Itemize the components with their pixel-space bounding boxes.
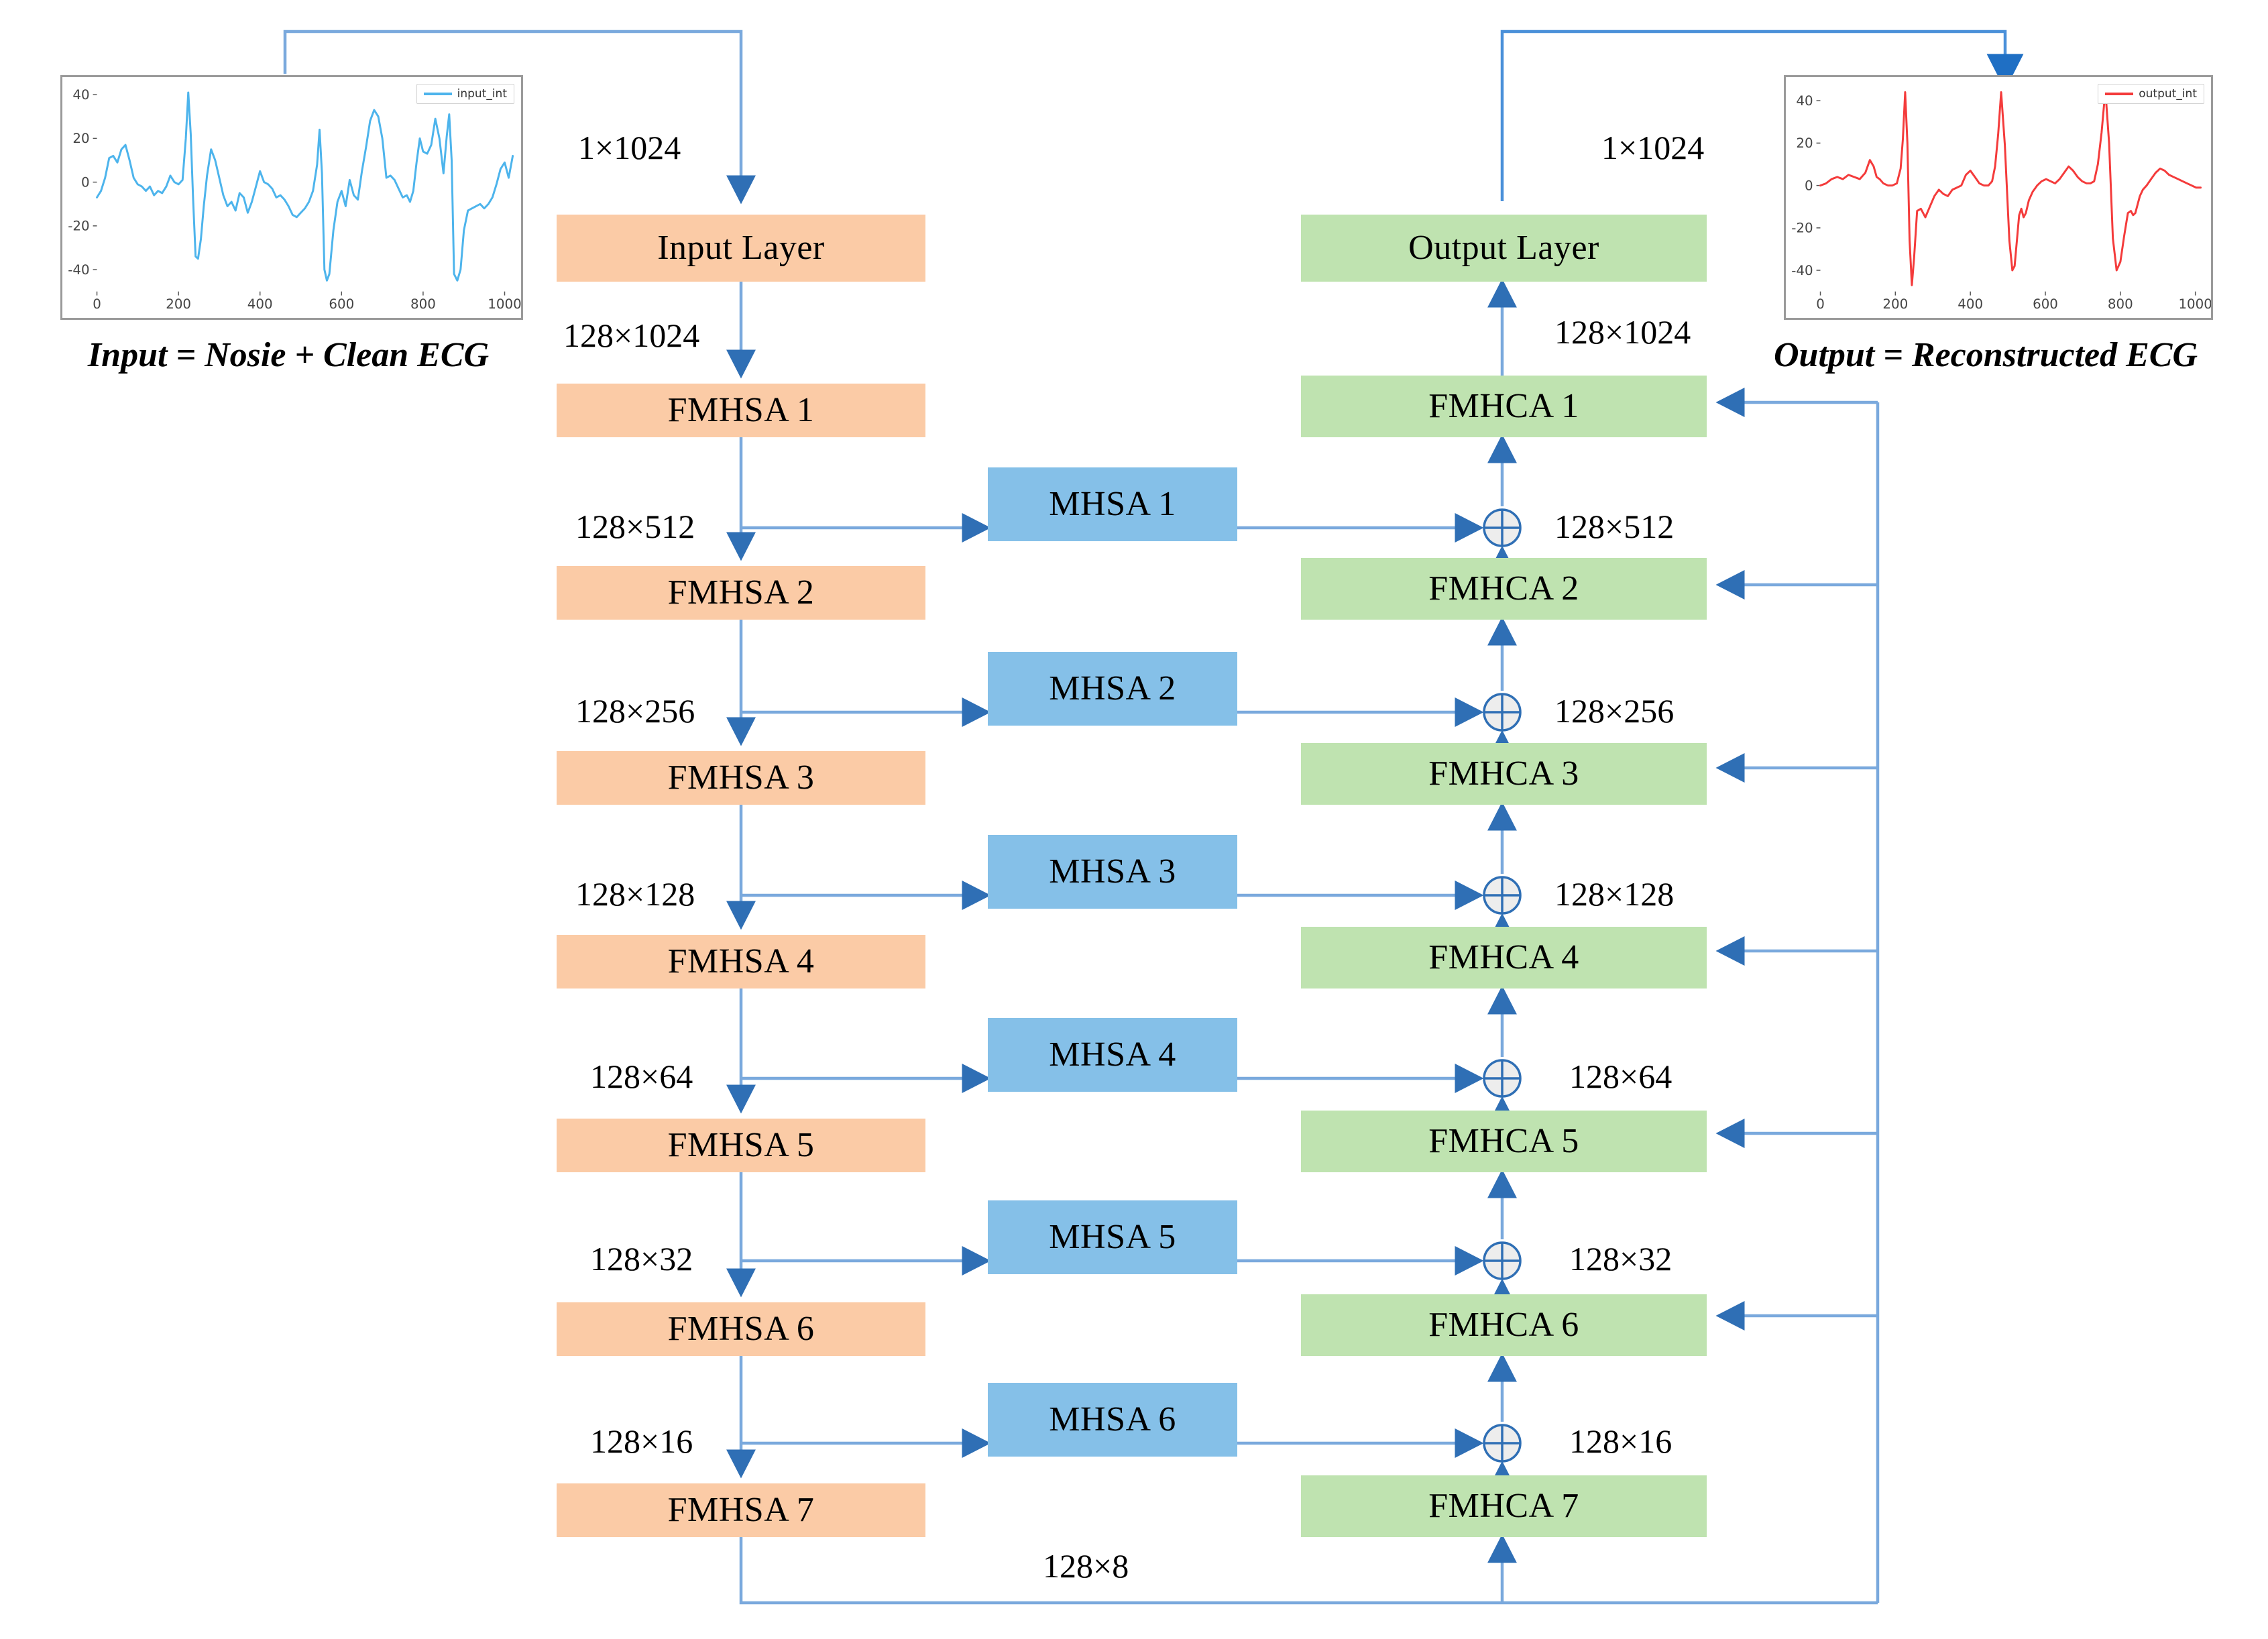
decoder-dim-1x1024: 1×1024 — [1601, 129, 1705, 166]
encoder-block-fmhsa-7[interactable]: FMHSA 7 — [557, 1483, 925, 1537]
input-ecg-plot: -40 -20 0 20 40 0 200 400 600 800 1000 input_int — [60, 75, 523, 320]
svg-text:600: 600 — [329, 296, 354, 312]
encoder-input-layer[interactable]: Input Layer — [557, 215, 925, 282]
merge-plus-4-icon — [1481, 1058, 1523, 1099]
decoder-dim-128x256: 128×256 — [1554, 692, 1675, 730]
decoder-dim-128x16: 128×16 — [1569, 1422, 1672, 1460]
decoder-block-fmhca-1[interactable]: FMHCA 1 — [1301, 376, 1707, 437]
attention-block-mhsa-2[interactable]: MHSA 2 — [988, 652, 1237, 726]
output-ecg-plot: -40 -20 0 20 40 0 200 400 600 800 1000 output_int — [1784, 75, 2213, 320]
output-plot-legend: output_int — [2098, 84, 2204, 104]
svg-text:200: 200 — [1882, 296, 1908, 312]
svg-text:-20: -20 — [68, 219, 89, 234]
merge-plus-1-icon — [1481, 507, 1523, 549]
merge-plus-3-icon — [1481, 874, 1523, 916]
decoder-block-fmhca-4[interactable]: FMHCA 4 — [1301, 927, 1707, 988]
bottleneck-dim-label: 128×8 — [1043, 1547, 1129, 1585]
encoder-dim-128x16: 128×16 — [590, 1422, 693, 1460]
svg-text:40: 40 — [1796, 93, 1813, 109]
input-plot-legend: input_int — [416, 84, 514, 104]
decoder-dim-128x64: 128×64 — [1569, 1058, 1672, 1095]
svg-text:1000: 1000 — [488, 296, 521, 312]
attention-block-mhsa-4[interactable]: MHSA 4 — [988, 1018, 1237, 1092]
attention-block-mhsa-6[interactable]: MHSA 6 — [988, 1383, 1237, 1457]
encoder-dim-128x256: 128×256 — [575, 692, 695, 730]
encoder-block-fmhsa-6[interactable]: FMHSA 6 — [557, 1302, 925, 1356]
decoder-block-fmhca-2[interactable]: FMHCA 2 — [1301, 558, 1707, 620]
decoder-block-fmhca-3[interactable]: FMHCA 3 — [1301, 743, 1707, 805]
merge-plus-2-icon — [1481, 691, 1523, 733]
encoder-dim-128x128: 128×128 — [575, 875, 695, 913]
merge-plus-6-icon — [1481, 1422, 1523, 1464]
decoder-dim-128x512: 128×512 — [1554, 508, 1675, 545]
svg-text:600: 600 — [2033, 296, 2058, 312]
output-plot-svg: -40 -20 0 20 40 0 200 400 600 800 1000 — [1791, 89, 2211, 312]
output-legend-label: output_int — [2139, 87, 2197, 101]
encoder-block-fmhsa-3[interactable]: FMHSA 3 — [557, 751, 925, 805]
input-legend-swatch — [423, 93, 452, 95]
decoder-block-fmhca-6[interactable]: FMHCA 6 — [1301, 1294, 1707, 1356]
merge-plus-5-icon — [1481, 1240, 1523, 1282]
svg-text:0: 0 — [1816, 296, 1825, 312]
svg-text:200: 200 — [166, 296, 191, 312]
svg-text:0: 0 — [93, 296, 101, 312]
encoder-dim-128x512: 128×512 — [575, 508, 695, 545]
svg-text:-40: -40 — [68, 262, 89, 278]
decoder-block-fmhca-5[interactable]: FMHCA 5 — [1301, 1111, 1707, 1172]
output-plot-caption: Output = Reconstructed ECG — [1773, 336, 2198, 374]
svg-text:-40: -40 — [1791, 263, 1813, 278]
decoder-dim-128x128: 128×128 — [1554, 875, 1675, 913]
svg-text:20: 20 — [72, 131, 89, 146]
input-legend-label: input_int — [457, 87, 507, 101]
svg-text:40: 40 — [72, 87, 89, 103]
encoder-block-fmhsa-2[interactable]: FMHSA 2 — [557, 566, 925, 620]
input-plot-svg: -40 -20 0 20 40 0 200 400 600 800 1000 — [68, 87, 521, 312]
svg-text:400: 400 — [1958, 296, 1983, 312]
svg-text:-20: -20 — [1791, 221, 1813, 236]
encoder-dim-128x64: 128×64 — [590, 1058, 693, 1095]
decoder-block-fmhca-7[interactable]: FMHCA 7 — [1301, 1475, 1707, 1537]
attention-block-mhsa-1[interactable]: MHSA 1 — [988, 467, 1237, 541]
encoder-block-fmhsa-5[interactable]: FMHSA 5 — [557, 1119, 925, 1172]
attention-block-mhsa-3[interactable]: MHSA 3 — [988, 835, 1237, 909]
decoder-dim-128x32: 128×32 — [1569, 1240, 1672, 1278]
svg-text:20: 20 — [1796, 135, 1813, 151]
decoder-output-layer[interactable]: Output Layer — [1301, 215, 1707, 282]
input-plot-caption: Input = Nosie + Clean ECG — [87, 336, 490, 374]
encoder-dim-1x1024: 1×1024 — [578, 129, 681, 166]
svg-text:800: 800 — [410, 296, 436, 312]
encoder-dim-128x1024: 128×1024 — [563, 317, 700, 354]
decoder-dim-128x1024: 128×1024 — [1554, 313, 1691, 351]
encoder-block-fmhsa-1[interactable]: FMHSA 1 — [557, 384, 925, 437]
svg-text:400: 400 — [247, 296, 273, 312]
svg-text:0: 0 — [81, 175, 90, 190]
output-legend-swatch — [2105, 93, 2134, 95]
attention-block-mhsa-5[interactable]: MHSA 5 — [988, 1200, 1237, 1274]
svg-text:800: 800 — [2108, 296, 2133, 312]
encoder-block-fmhsa-4[interactable]: FMHSA 4 — [557, 935, 925, 988]
svg-text:1000: 1000 — [2178, 296, 2211, 312]
encoder-dim-128x32: 128×32 — [590, 1240, 693, 1278]
svg-text:0: 0 — [1805, 178, 1813, 194]
